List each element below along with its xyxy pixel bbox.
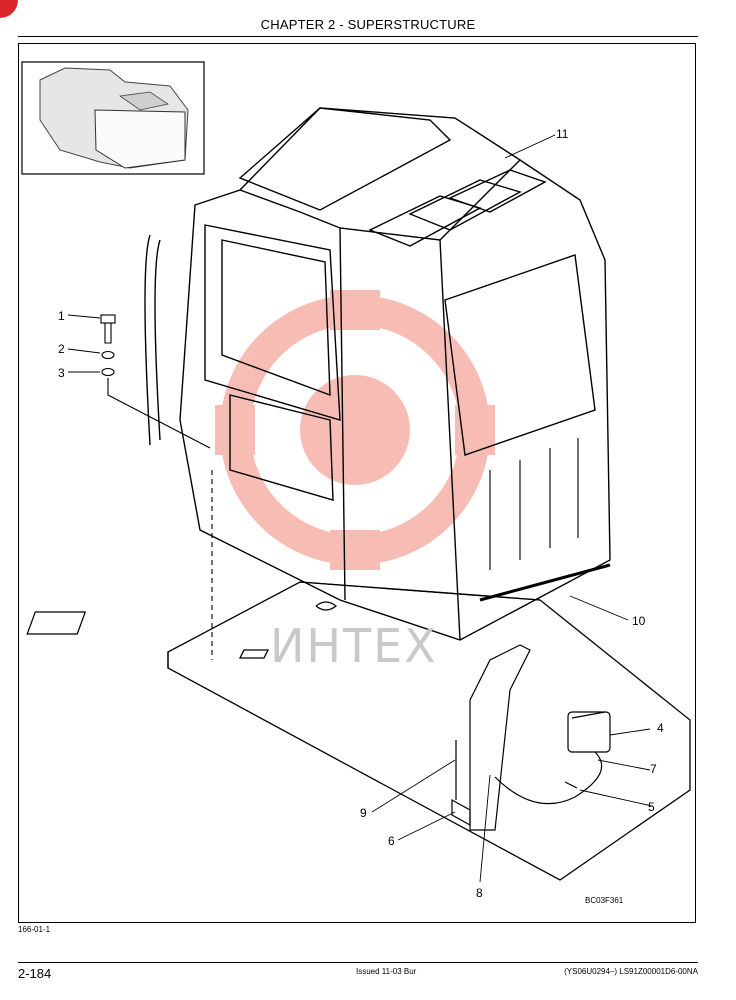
callout-1: 1 (58, 309, 65, 323)
watermark-text: ИНТЕХ (270, 619, 438, 673)
figure-code: BC03F361 (585, 896, 624, 905)
callout-7: 7 (650, 762, 657, 776)
washer-assembly (451, 644, 611, 831)
footer-divider (18, 962, 698, 963)
watermark-gear (215, 290, 495, 570)
reference-code: 166-01-1 (18, 925, 51, 934)
issue-info: Issued 11-03 Bur (356, 967, 417, 976)
callout-3: 3 (58, 366, 65, 380)
callout-leaders (67, 134, 653, 883)
inset-thumbnail (21, 61, 205, 175)
callout-11: 11 (556, 127, 569, 141)
callout-2: 2 (58, 342, 65, 356)
callout-5: 5 (648, 800, 655, 814)
corner-mark (0, 0, 18, 18)
cab-body (144, 107, 611, 641)
callout-6: 6 (388, 834, 395, 848)
header-divider (18, 36, 698, 37)
callout-labels: 1 2 3 4 5 6 7 8 9 10 11 BC03F361 ИНТЕХ (58, 127, 664, 905)
hardware-parts (100, 314, 213, 660)
chapter-title: CHAPTER 2 - SUPERSTRUCTURE (260, 17, 476, 32)
page-number: 2-184 (18, 966, 52, 981)
serial-range: (YS06U0294–) LS91Z00001D6-00NA (564, 967, 698, 976)
callout-8: 8 (476, 886, 483, 900)
figure-frame (18, 43, 696, 923)
cab-floor-plate (26, 581, 691, 881)
callout-10: 10 (632, 614, 646, 628)
callout-9: 9 (360, 806, 367, 820)
callout-4: 4 (657, 721, 664, 735)
